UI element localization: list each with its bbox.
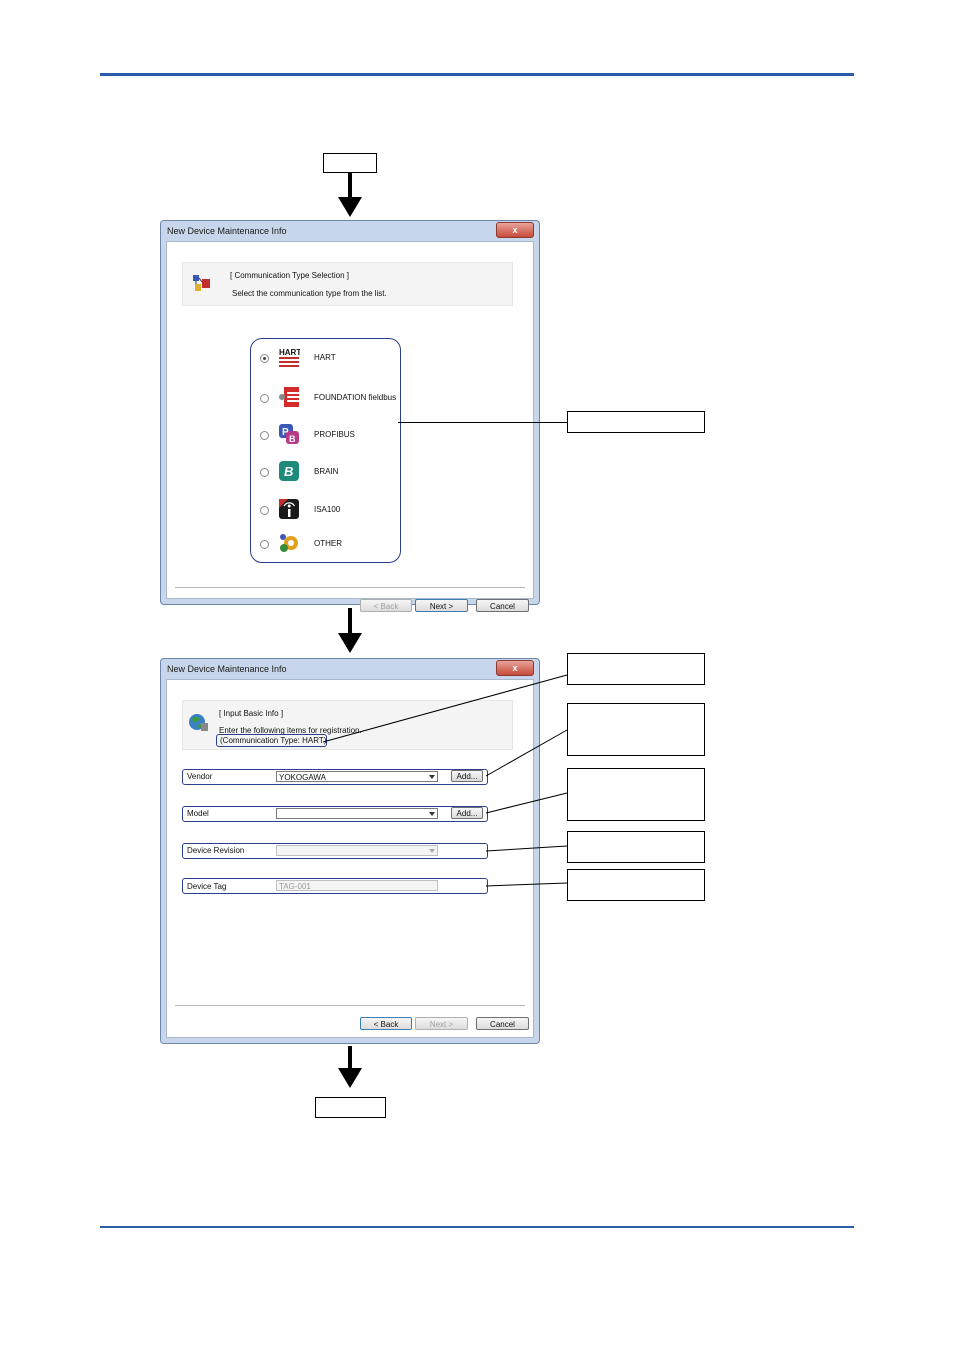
chevron-down-icon: [429, 812, 435, 816]
cancel-button[interactable]: Cancel: [476, 599, 529, 612]
add-vendor-button[interactable]: Add...: [451, 770, 483, 782]
option-label-hart: HART: [314, 353, 336, 362]
device-revision-callout-box: [567, 831, 705, 863]
footer-separator: [175, 587, 525, 588]
callout-line: [322, 674, 568, 743]
device-tag-label: Device Tag: [187, 882, 227, 891]
model-callout-box: [567, 768, 705, 821]
arrow-shaft: [348, 172, 352, 198]
radio-profibus[interactable]: [260, 431, 269, 440]
isa100-icon: [279, 499, 299, 519]
close-button[interactable]: x: [496, 222, 534, 238]
callout-line: [485, 845, 568, 852]
communication-type-callout-box: [567, 411, 705, 433]
arrow-down-icon: [338, 197, 362, 217]
svg-text:HART: HART: [279, 348, 300, 357]
vendor-value: YOKOGAWA: [279, 773, 326, 782]
arrow-down-icon: [338, 633, 362, 653]
radio-hart[interactable]: [260, 354, 269, 363]
model-row-highlight: [182, 806, 488, 822]
chevron-down-icon: [429, 849, 435, 853]
arrow-shaft: [348, 1046, 352, 1070]
arrow-shaft: [348, 608, 352, 634]
option-label-isa100: ISA100: [314, 505, 341, 514]
back-button[interactable]: < Back: [360, 1017, 412, 1030]
dialog-client-area: [ Communication Type Selection ] Select …: [166, 241, 534, 612]
svg-text:P: P: [282, 427, 289, 438]
communication-type-text: (Communication Type: HART): [220, 736, 327, 745]
model-label: Model: [187, 809, 209, 818]
next-button[interactable]: Next >: [415, 599, 468, 612]
callout-line: [398, 422, 568, 423]
header-title: [ Communication Type Selection ]: [230, 271, 350, 280]
option-label-fieldbus: FOUNDATION fieldbus: [314, 393, 397, 402]
device-revision-combo[interactable]: [276, 845, 438, 856]
dialog-header-band: [ Communication Type Selection ] Select …: [182, 262, 513, 306]
device-info-icon: [193, 275, 210, 291]
add-model-button[interactable]: Add...: [451, 807, 483, 819]
hart-logo-icon: HART: [279, 348, 300, 367]
option-label-profibus: PROFIBUS: [314, 430, 355, 439]
top-rule: [100, 73, 854, 76]
globe-device-icon: [189, 714, 208, 731]
radio-isa100[interactable]: [260, 506, 269, 515]
model-combo[interactable]: [276, 808, 438, 819]
dialog-title: New Device Maintenance Info: [167, 664, 287, 674]
gear-icon: [280, 534, 298, 552]
communication-type-highlight: [216, 734, 327, 747]
svg-text:B: B: [289, 434, 296, 444]
vendor-label: Vendor: [187, 772, 213, 781]
dialog-title: New Device Maintenance Info: [167, 226, 287, 236]
chevron-down-icon: [429, 775, 435, 779]
header-title: [ Input Basic Info ]: [219, 709, 284, 718]
close-button[interactable]: x: [496, 660, 534, 676]
option-label-other: OTHER: [314, 539, 342, 548]
device-tag-callout-box: [567, 869, 705, 901]
comm-type-callout-box: [567, 653, 705, 685]
svg-text:B: B: [284, 464, 293, 479]
end-callout-box: [315, 1097, 386, 1118]
next-button[interactable]: Next >: [415, 1017, 468, 1030]
callout-line: [485, 792, 568, 814]
input-basic-info-dialog: New Device Maintenance Info x [ Input Ba…: [160, 658, 540, 1044]
fieldbus-icon: [279, 387, 299, 407]
vendor-callout-box: [567, 703, 705, 756]
option-label-brain: BRAIN: [314, 467, 339, 476]
header-subtitle: Select the communication type from the l…: [232, 289, 387, 298]
vendor-combo[interactable]: YOKOGAWA: [276, 771, 438, 782]
back-button[interactable]: < Back: [360, 599, 412, 612]
footer-separator: [175, 1005, 525, 1006]
bottom-rule: [100, 1226, 854, 1228]
dialog-client-area: [ Input Basic Info ] Enter the following…: [166, 679, 534, 1038]
callout-line: [485, 882, 568, 887]
profibus-icon: P B: [279, 424, 299, 444]
device-tag-input[interactable]: TAG-001: [276, 880, 438, 891]
cancel-button[interactable]: Cancel: [476, 1017, 529, 1030]
radio-brain[interactable]: [260, 468, 269, 477]
radio-fieldbus[interactable]: [260, 394, 269, 403]
callout-line: [485, 729, 568, 777]
radio-other[interactable]: [260, 540, 269, 549]
header-subtitle: Enter the following items for registrati…: [219, 726, 362, 735]
device-revision-label: Device Revision: [187, 846, 245, 855]
arrow-down-icon: [338, 1068, 362, 1088]
communication-type-dialog: New Device Maintenance Info x [ Communic…: [160, 220, 540, 612]
communication-type-group: HART HART FOUNDATION fieldbus P B: [250, 338, 401, 563]
brain-icon: B: [279, 461, 299, 481]
dialog-header-band: [ Input Basic Info ] Enter the following…: [182, 700, 513, 750]
vendor-row-highlight: [182, 769, 488, 785]
